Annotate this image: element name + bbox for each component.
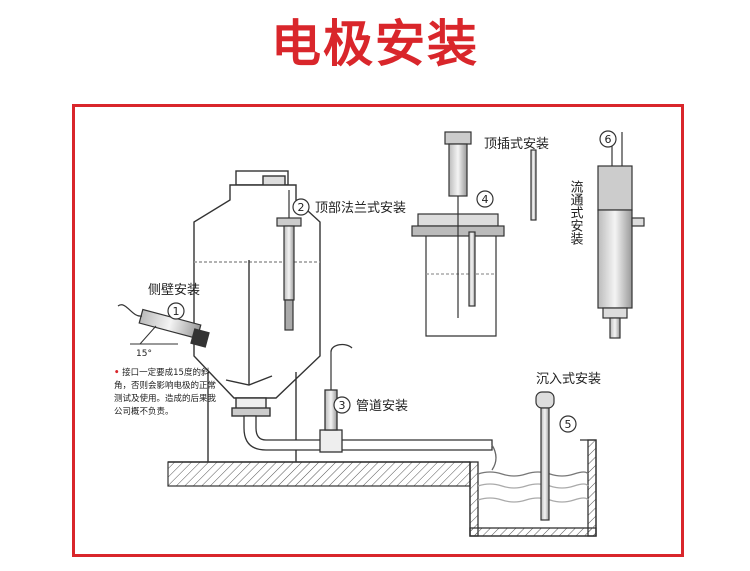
top-flange-electrode (276, 190, 302, 331)
callout-4: 4 (476, 190, 494, 208)
callout-number-1: 1 (173, 305, 180, 318)
note-text: 接口一定要成15度的斜角，否则会影响电极的正常测试及使用。造成的后果我公司概不负… (114, 368, 217, 417)
callout-number-3: 3 (339, 399, 346, 412)
callout-2: 2 (292, 198, 310, 216)
immersion-electrode (535, 391, 555, 521)
callout-number-4: 4 (482, 193, 489, 206)
callout-number-5: 5 (565, 418, 572, 431)
label-top-insert: 顶插式安装 (484, 137, 549, 152)
label-top-insert-line: 顶插式安装 (484, 137, 549, 152)
immersion-basin (469, 439, 597, 537)
label-pipeline: 管道安装 (356, 399, 408, 414)
top-insert-tank (411, 131, 537, 337)
callout-number-6: 6 (605, 133, 612, 146)
callout-5: 5 (559, 415, 577, 433)
warning-note: • 接口一定要成15度的斜角，否则会影响电极的正常测试及使用。造成的后果我公司概… (114, 367, 222, 419)
label-flow-through: 流通式安装 (568, 180, 584, 245)
pipeline (243, 343, 493, 453)
label-angle: 15° (136, 349, 152, 359)
side-wall-electrode (117, 304, 210, 348)
label-immersion: 沉入式安装 (536, 372, 601, 387)
note-bullet: • (114, 368, 120, 378)
callout-6: 6 (599, 130, 617, 148)
ground-slab (167, 461, 471, 487)
label-side-wall: 侧壁安装 (148, 283, 200, 298)
label-top-flange: 顶部法兰式安装 (315, 201, 406, 216)
flow-through-cell (597, 132, 645, 339)
callout-1: 1 (167, 302, 185, 320)
callout-3: 3 (333, 396, 351, 414)
page-title: 电极安装 (271, 15, 479, 73)
callout-number-2: 2 (298, 201, 305, 214)
